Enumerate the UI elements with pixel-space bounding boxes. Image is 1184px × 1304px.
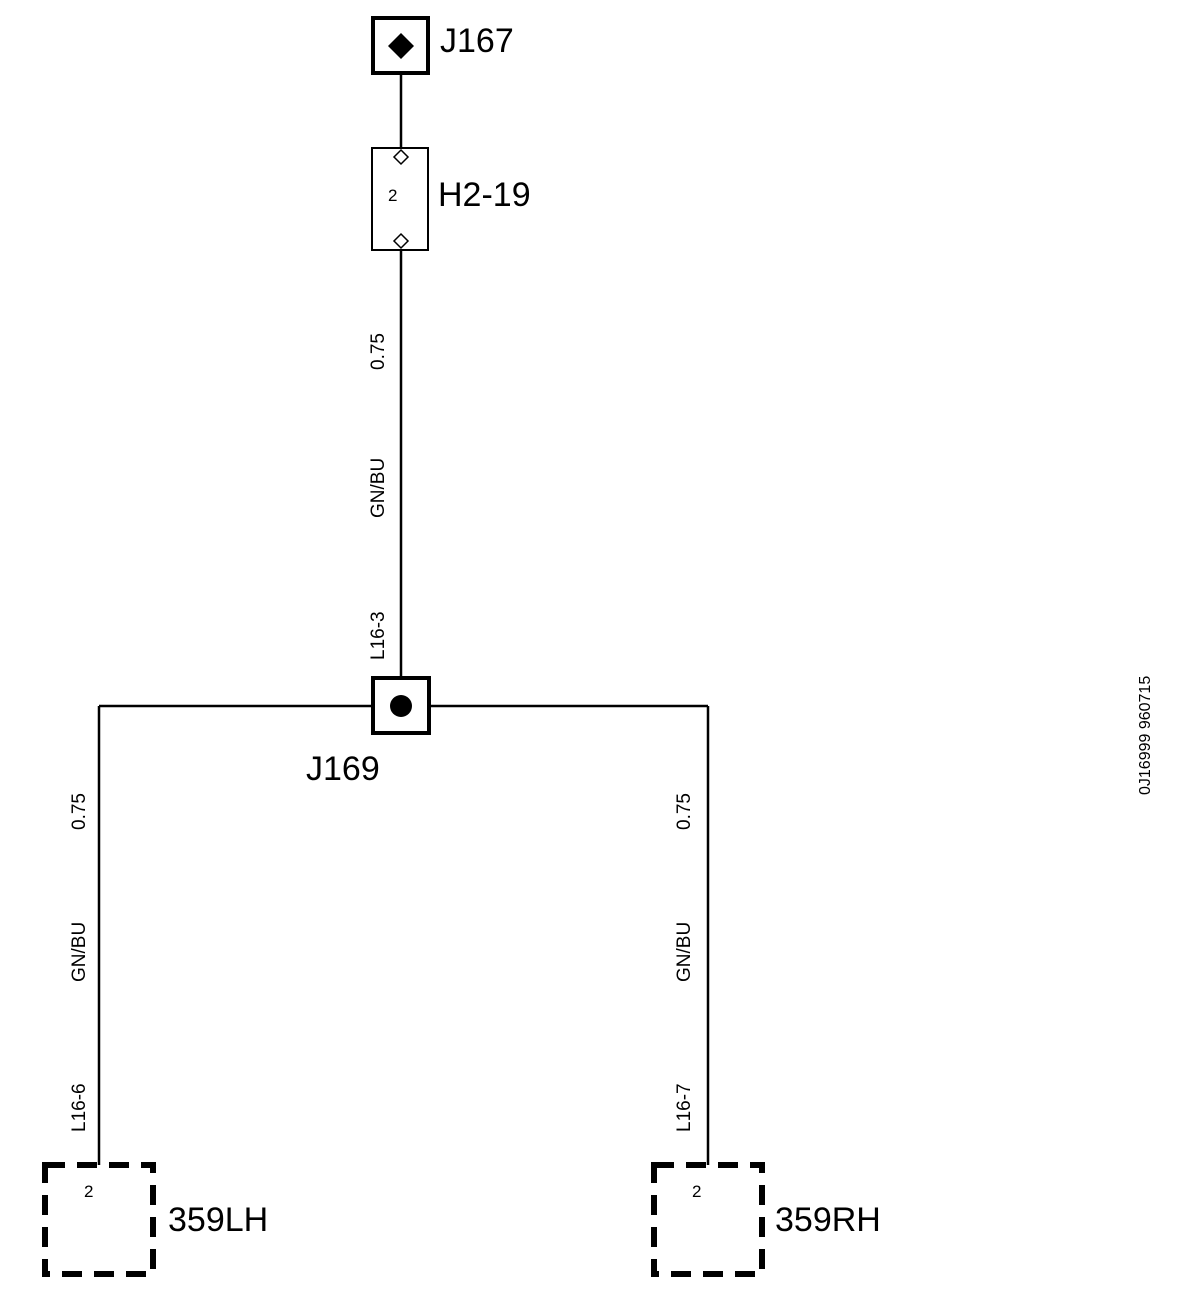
splice-dot-icon: [390, 695, 412, 717]
component-pin-number: 2: [692, 1182, 701, 1201]
splice-j169: [371, 676, 431, 735]
splice-dot-icon: [388, 33, 414, 59]
component-359rh: [651, 1162, 765, 1277]
component-pin-number: 2: [84, 1182, 93, 1201]
inline-connector-h2-19: [371, 147, 429, 251]
terminal-icon: [392, 148, 410, 166]
drawing-reference: 0J16999 960715: [1137, 676, 1154, 795]
splice-j167: [371, 16, 430, 75]
wire-color-left: GN/BU: [69, 922, 90, 982]
wire-color-right: GN/BU: [674, 922, 695, 982]
wire-size-right: 0.75: [674, 793, 695, 830]
component-label-359lh: 359LH: [168, 1201, 268, 1239]
terminal-icon: [392, 232, 410, 250]
wire-pin-right: L16-7: [674, 1083, 695, 1132]
splice-label-j169: J169: [306, 750, 380, 788]
wire-color-main: GN/BU: [368, 458, 389, 518]
wire-pin-left: L16-6: [69, 1083, 90, 1132]
component-label-359rh: 359RH: [775, 1201, 881, 1239]
wire-pin-main: L16-3: [368, 611, 389, 660]
splice-label-j167: J167: [440, 22, 514, 60]
wire-size-main: 0.75: [368, 333, 389, 370]
connector-pin-number: 2: [388, 186, 397, 205]
component-359lh: [42, 1162, 156, 1277]
connector-label-h2-19: H2-19: [438, 176, 531, 214]
wire-size-left: 0.75: [69, 793, 90, 830]
